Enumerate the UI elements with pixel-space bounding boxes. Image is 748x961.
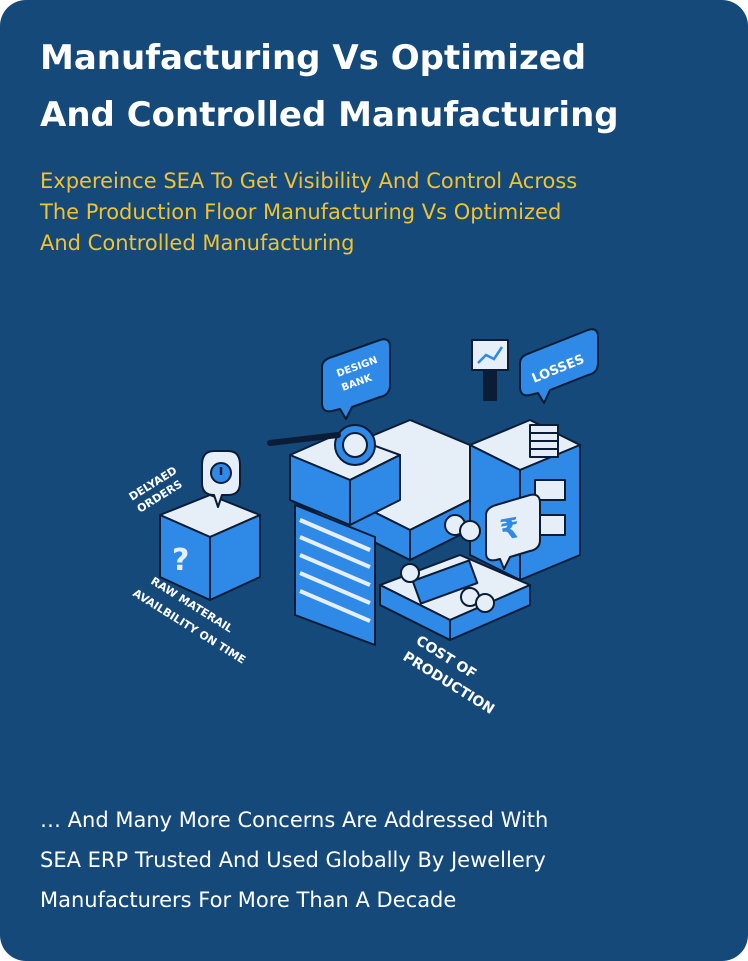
subtitle-line-2: The Production Floor Manufacturing Vs Op… bbox=[40, 200, 562, 224]
subtitle: Expereince SEA To Get Visibility And Con… bbox=[40, 166, 720, 259]
coin-stack bbox=[529, 424, 559, 458]
question-mark-icon: ? bbox=[172, 543, 189, 578]
title-line-1: Manufacturing Vs Optimized bbox=[40, 38, 587, 78]
clock-pin-icon bbox=[201, 450, 241, 508]
rupee-bubble: ₹ bbox=[485, 493, 541, 570]
money-platform bbox=[379, 514, 531, 641]
magnifier-icon bbox=[267, 424, 376, 466]
subtitle-line-3: And Controlled Manufacturing bbox=[40, 231, 355, 255]
footer-text: … And Many More Concerns Are Addressed W… bbox=[40, 800, 720, 920]
subtitle-line-1: Expereince SEA To Get Visibility And Con… bbox=[40, 169, 578, 193]
footer-line-1: … And Many More Concerns Are Addressed W… bbox=[40, 808, 549, 832]
monitor-icon bbox=[471, 339, 509, 401]
isometric-factory-illustration: .ol { stroke: #0b1d36; stroke-width: 2; … bbox=[127, 328, 599, 718]
page-title: Manufacturing Vs Optimized And Controlle… bbox=[40, 30, 720, 144]
staircase bbox=[294, 504, 376, 646]
design-bank-bubble: DESIGN BANK bbox=[321, 338, 391, 420]
title-line-2: And Controlled Manufacturing bbox=[40, 95, 619, 135]
footer-line-3: Manufacturers For More Than A Decade bbox=[40, 888, 457, 912]
losses-bubble: LOSSES bbox=[519, 328, 599, 404]
footer-line-2: SEA ERP Trusted And Used Globally By Jew… bbox=[40, 848, 546, 872]
delayed-orders-box: ? bbox=[159, 494, 261, 601]
